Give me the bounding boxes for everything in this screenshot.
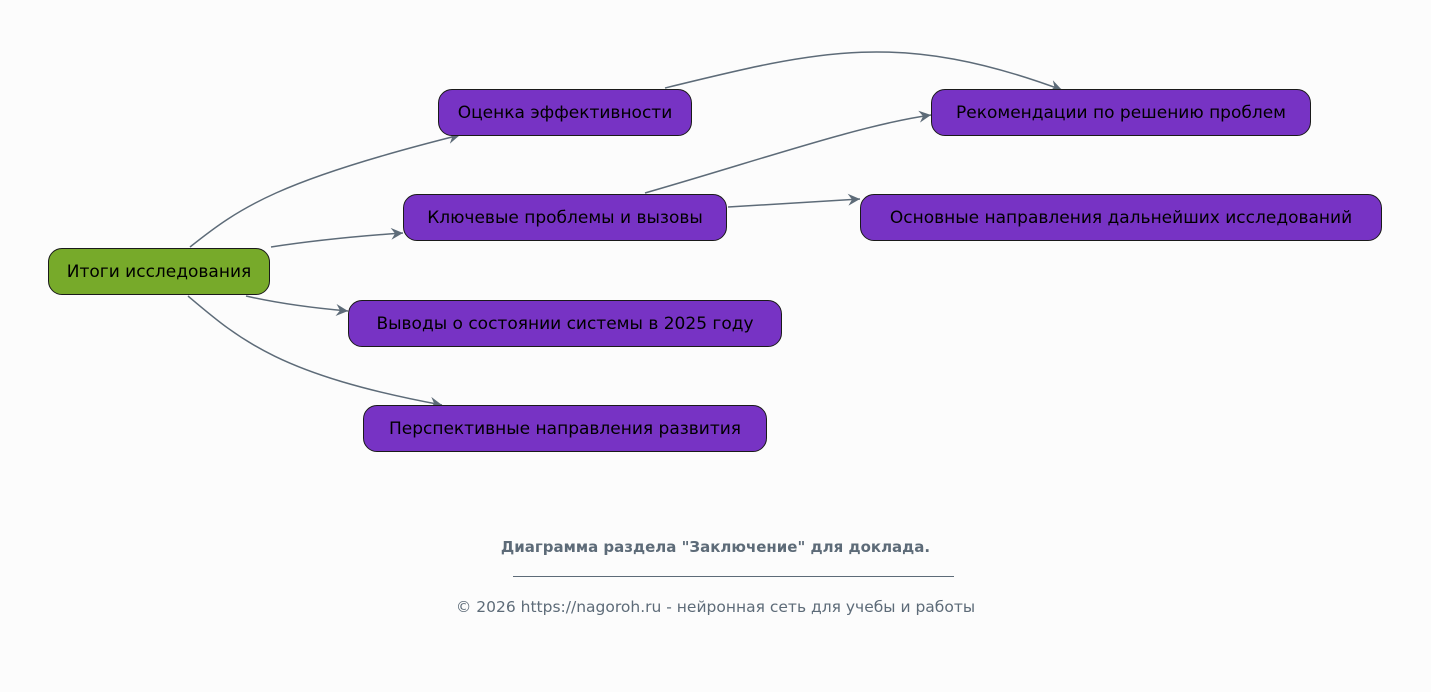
edge-root-conclusions [245,295,349,316]
node-conclusions: Выводы о состоянии системы в 2025 году [348,300,782,347]
edge-root-prospects [187,295,443,409]
node-evaluation: Оценка эффективности [438,89,692,136]
edge-problems-recommendations [644,110,932,194]
node-label: Рекомендации по решению проблем [955,102,1287,123]
node-research-directions: Основные направления дальнейших исследов… [860,194,1382,241]
node-problems: Ключевые проблемы и вызовы [403,194,727,241]
edge-problems-directions [727,193,861,208]
node-root: Итоги исследования [48,248,270,295]
node-recommendations: Рекомендации по решению проблем [931,89,1311,136]
node-label: Выводы о состоянии системы в 2025 году [376,313,754,334]
diagram-caption: Диаграмма раздела "Заключение" для докла… [500,538,931,556]
node-label: Основные направления дальнейших исследов… [889,207,1353,228]
node-label: Ключевые проблемы и вызовы [427,207,703,228]
node-prospects: Перспективные направления развития [363,405,767,452]
copyright-footer: © 2026 https://nagoroh.ru - нейронная се… [455,598,976,616]
edge-root-problems [270,227,404,248]
edge-evaluation-recommendations [664,51,1063,92]
node-label: Перспективные направления развития [388,418,742,439]
caption-divider [513,576,954,577]
edge-root-evaluation [189,132,461,248]
node-label: Оценка эффективности [457,102,673,123]
node-label: Итоги исследования [66,261,252,282]
